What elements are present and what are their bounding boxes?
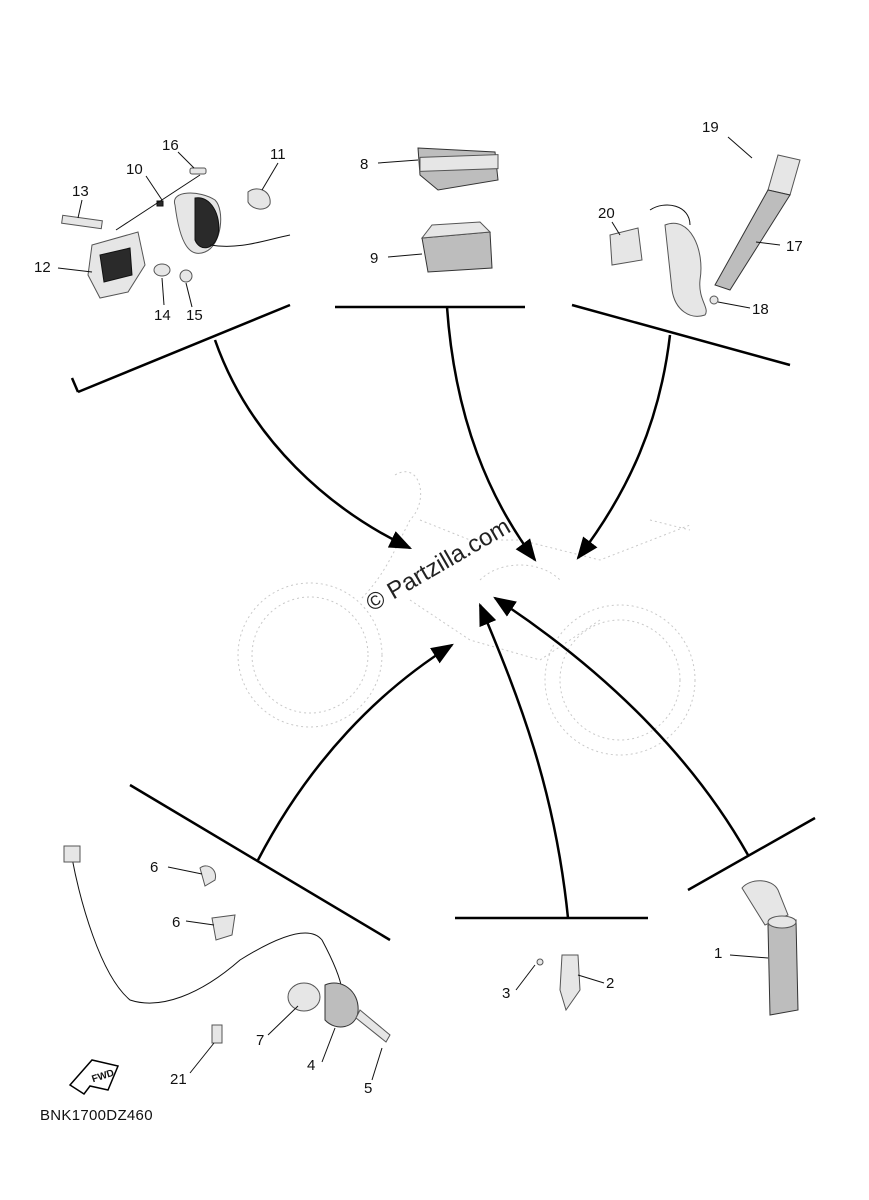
callout-10: 10 [126,161,143,178]
watermark: © Partzilla.com [362,513,516,617]
callout-19: 19 [702,119,719,136]
callout-7: 7 [256,1032,264,1049]
callout-16: 16 [162,137,179,154]
diagram-code: BNK1700DZ460 [40,1107,153,1124]
frame-bottom-left [129,643,454,942]
assembly-top-left [61,167,291,299]
callouts: 1 2 3 4 5 6 6 7 8 9 10 11 12 13 14 15 16… [34,119,803,1097]
callout-18: 18 [752,301,769,318]
frame-top-left [70,303,413,550]
assembly-bottom-right [741,880,799,1016]
callout-17: 17 [786,238,803,255]
assembly-top-center [417,147,499,273]
callout-6-upper: 6 [150,859,158,876]
fwd-arrow-icon: FWD [68,1059,120,1096]
callout-12: 12 [34,259,51,276]
frame-bottom-center [455,602,648,920]
callout-8: 8 [360,156,368,173]
callout-2: 2 [606,975,614,992]
callout-14: 14 [154,307,171,324]
callout-6-lower: 6 [172,914,180,931]
callout-11: 11 [270,146,286,163]
motorcycle-outline [237,471,696,756]
frame-top-right [571,303,791,560]
frame-bottom-right [493,596,816,892]
callout-leaders [57,136,781,1081]
assembly-bottom-left [63,845,391,1044]
callout-21: 21 [170,1071,187,1088]
frame-top-center [335,305,537,562]
callout-20: 20 [598,205,615,222]
callout-4: 4 [307,1057,315,1074]
callout-5: 5 [364,1080,372,1097]
assembly-top-right [609,154,801,317]
assembly-bottom-center [536,954,581,1012]
callout-9: 9 [370,250,378,267]
callout-1: 1 [714,945,722,962]
callout-3: 3 [502,985,510,1002]
callout-15: 15 [186,307,203,324]
callout-13: 13 [72,183,89,200]
